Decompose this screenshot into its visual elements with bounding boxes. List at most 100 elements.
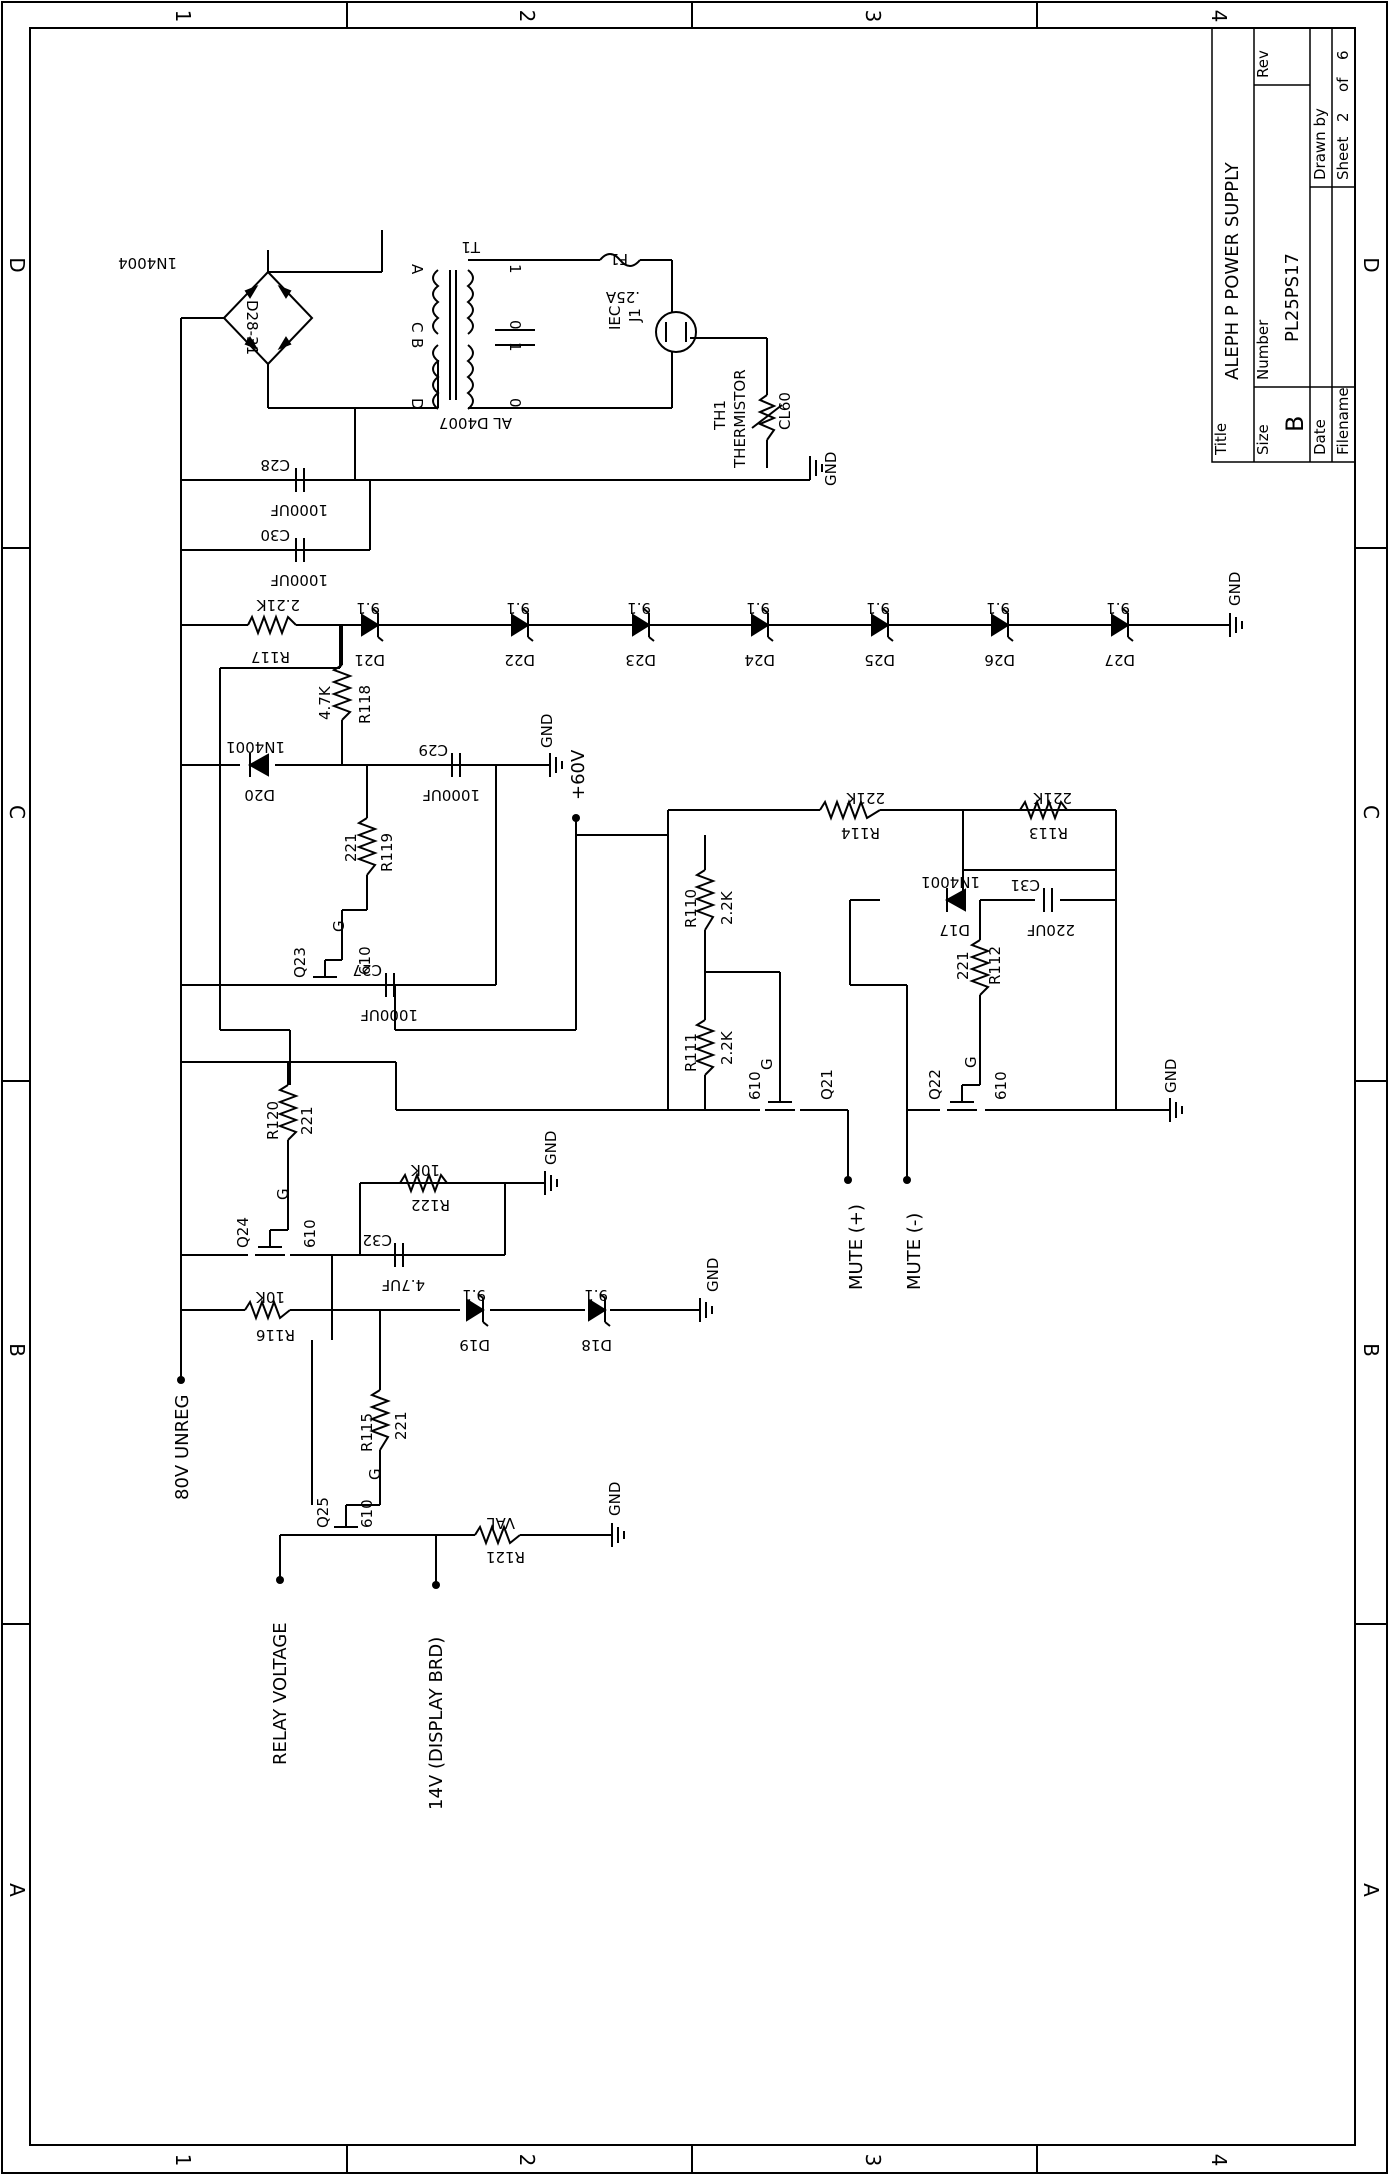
sheet-number: 2 (1334, 112, 1352, 122)
zone-col-4-top: 4 (1207, 10, 1231, 23)
capacitors (295, 468, 1053, 1267)
q21-ref: Q21 (818, 1069, 836, 1100)
q25-ref: Q25 (314, 1497, 332, 1528)
d19-ref: D19 (459, 1336, 490, 1354)
q23-gate: G (330, 920, 348, 932)
r112-value: 221 (954, 951, 972, 980)
th1-value: CL60 (776, 392, 794, 430)
c29-ref: C29 (418, 741, 448, 759)
r113-ref: R113 (1029, 824, 1068, 842)
terminal-mute-minus (903, 1176, 911, 1184)
zone-col-3-top: 3 (861, 10, 885, 23)
drawing-number: PL25PS17 (1282, 253, 1303, 342)
c31-ref: C31 (1010, 876, 1040, 894)
d22-ref: D22 (504, 651, 535, 669)
c29-value: 1000UF (422, 786, 480, 804)
t1-pin-10a: 0 (506, 320, 524, 330)
d17-value: 1N4001 (921, 873, 980, 891)
r120-ref: R120 (264, 1101, 282, 1140)
zone-row-c-left: C (5, 805, 29, 819)
resistor-r112 (969, 939, 991, 996)
mosfet-q21 (765, 1085, 795, 1111)
zone-col-2-bottom: 2 (515, 2154, 539, 2167)
terminal-14v-display (432, 1581, 440, 1589)
mosfet-q23 (310, 959, 342, 986)
resistor-r120 (277, 1084, 299, 1141)
sheet-total: 6 (1334, 50, 1352, 60)
zone-row-a-right: A (1359, 1883, 1383, 1897)
net-80v-unreg: 80V UNREG (172, 1395, 193, 1500)
r118-ref: R118 (356, 685, 374, 724)
net-plus60v: +60V (568, 749, 589, 800)
d23-ref: D23 (625, 651, 656, 669)
gnd-label-q22: GND (1162, 1059, 1180, 1093)
r122-value: 10K (410, 1161, 440, 1179)
t1-pin-0b: 0 (506, 398, 524, 408)
ground-symbols (544, 456, 1243, 1547)
t1-pin-b: B (408, 338, 426, 348)
r116-value: 10K (255, 1288, 285, 1306)
q24-gate: G (274, 1188, 292, 1200)
q23-value: 610 (356, 946, 374, 975)
fuse-f1 (599, 253, 641, 267)
resistor-r121 (474, 1524, 521, 1546)
q22-gate: G (962, 1056, 980, 1068)
zone-col-2-top: 2 (515, 10, 539, 23)
gnd-label-d18: GND (704, 1258, 722, 1292)
t1-pin-a: A (408, 264, 426, 275)
resistor-r122 (399, 1172, 448, 1194)
r119-ref: R119 (378, 833, 396, 872)
d18-value: 9.1 (584, 1286, 608, 1304)
zone-row-d-left: D (5, 257, 29, 272)
date-label: Date (1311, 419, 1329, 455)
d21-value: 9.1 (356, 599, 380, 617)
gnd-label-r122: GND (542, 1131, 560, 1165)
c28-ref: C28 (260, 456, 290, 474)
d27-ref: D27 (1104, 651, 1135, 669)
c31-value: 220UF (1027, 921, 1075, 939)
j1-type: IEC (606, 306, 624, 330)
r114-ref: R114 (841, 824, 880, 842)
r114-value: 221K (845, 789, 885, 807)
q25-value: 610 (358, 1499, 376, 1528)
capacitor-c29 (451, 753, 461, 777)
r115-ref: R115 (358, 1413, 376, 1452)
d20-value: 1N4001 (226, 738, 285, 756)
zone-col-3-bottom: 3 (861, 2154, 885, 2167)
terminal-80v-unreg (177, 1376, 185, 1384)
mosfet-q22 (947, 1084, 980, 1111)
t1-ref: T1 (461, 238, 481, 256)
f1-value: .25A (605, 288, 640, 306)
terminal-mute-plus (844, 1176, 852, 1184)
terminal-plus60v (572, 814, 580, 822)
of-label: of (1334, 77, 1352, 92)
zener-d19-d18 (466, 1293, 611, 1327)
zener-d24 (751, 608, 774, 642)
q21-gate: G (758, 1058, 776, 1070)
zener-d19 (466, 1293, 489, 1327)
d23-value: 9.1 (627, 599, 651, 617)
r122-ref: R122 (411, 1196, 450, 1214)
zener-d21 (361, 608, 384, 642)
number-label: Number (1254, 319, 1272, 380)
zone-row-a-left: A (5, 1883, 29, 1897)
q21-value: 610 (746, 1071, 764, 1100)
q24-ref: Q24 (234, 1217, 252, 1248)
zener-d23 (632, 608, 655, 642)
zener-d18 (588, 1293, 611, 1327)
resistor-r118 (331, 664, 353, 721)
gnd-label-r121: GND (606, 1482, 624, 1516)
r117-ref: R117 (251, 648, 290, 666)
gnd-label-zener: GND (1226, 572, 1244, 606)
t1-part: AL D4007 (439, 414, 512, 432)
zone-col-1-top: 1 (171, 10, 195, 23)
zener-string (361, 608, 1134, 642)
diode-d17 (944, 888, 966, 912)
gnd-label-c29: GND (538, 714, 556, 748)
t1-pin-c: C (408, 322, 426, 332)
q22-ref: Q22 (926, 1069, 944, 1100)
d19-value: 9.1 (462, 1286, 486, 1304)
r111-value: 2.2K (718, 1030, 736, 1065)
